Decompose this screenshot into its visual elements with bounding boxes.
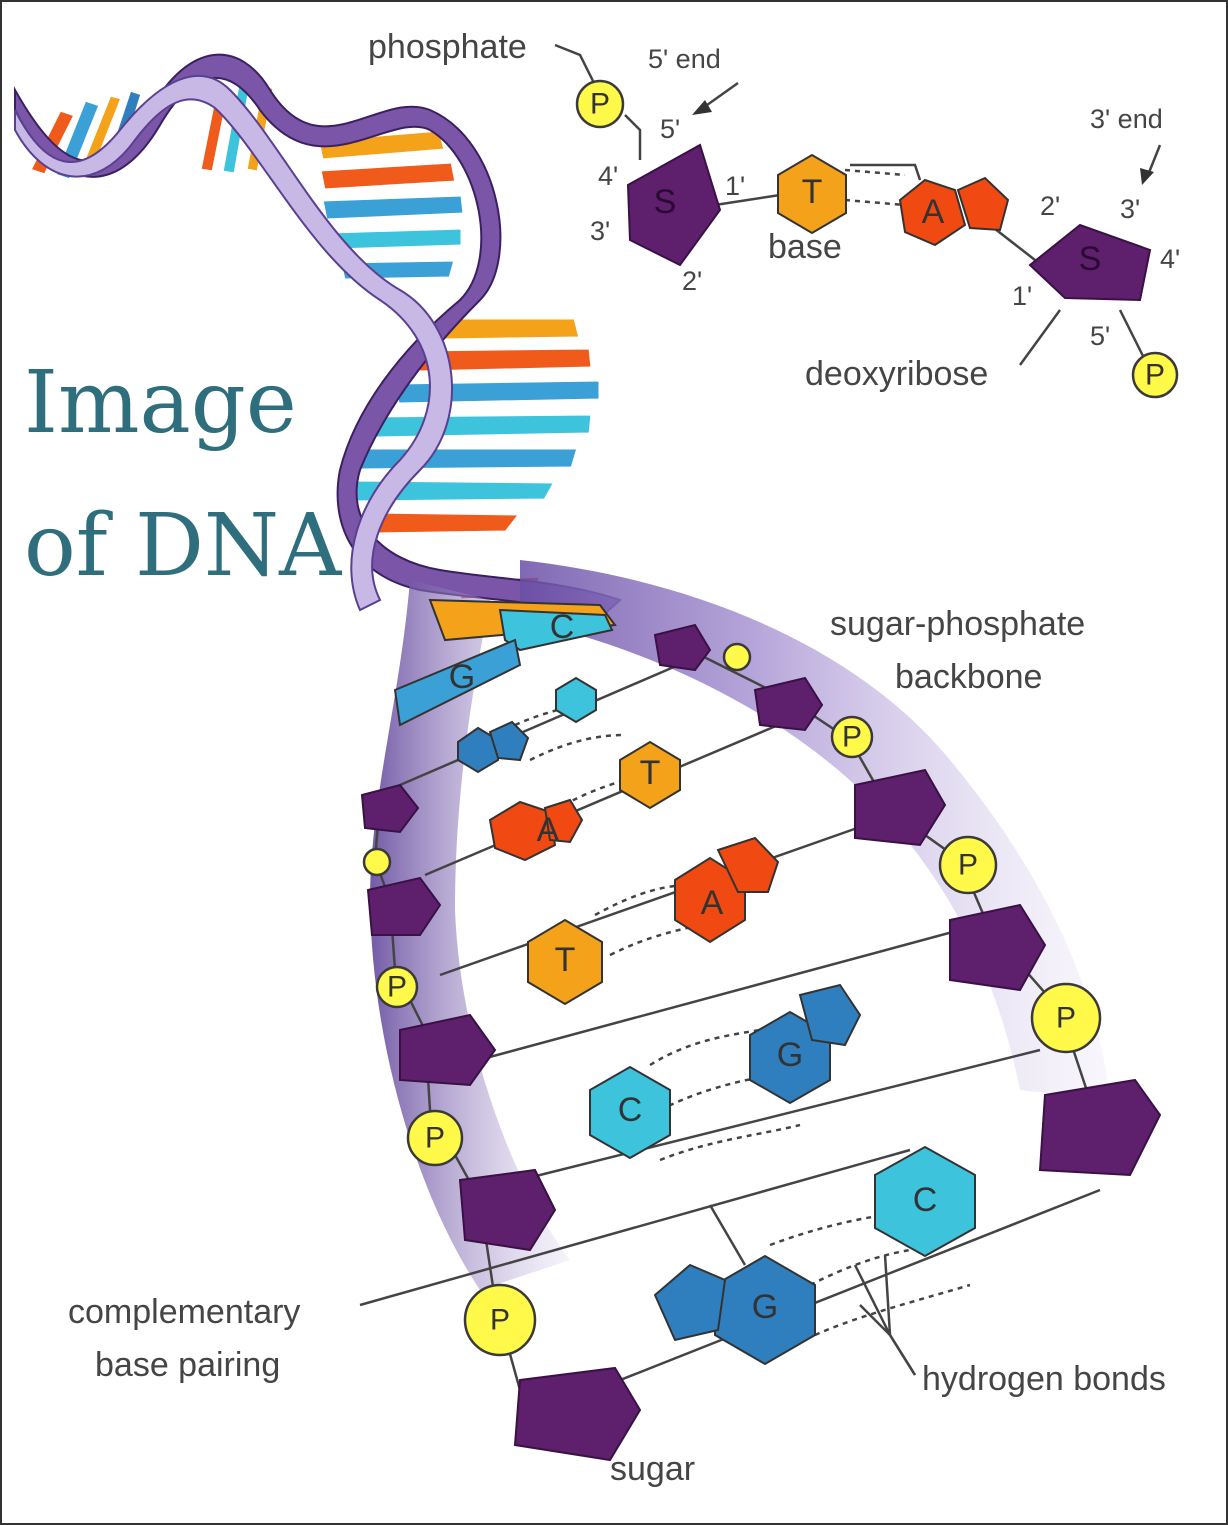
inset-base-a: A (900, 178, 1008, 245)
base-t-upper: T (620, 742, 680, 808)
flat-pair-letter-g: G (449, 658, 475, 696)
label-backbone-line2: backbone (895, 658, 1042, 696)
svg-text:T: T (555, 941, 576, 979)
label-backbone-line1: sugar-phosphate (830, 605, 1085, 643)
svg-text:P: P (1056, 1002, 1076, 1035)
svg-text:A: A (701, 884, 724, 922)
svg-text:C: C (913, 1181, 938, 1219)
sugar-right-5 (1040, 1080, 1160, 1175)
sugar-bottom (515, 1368, 640, 1460)
carbon-4-left: 4' (598, 161, 618, 191)
label-base: base (768, 228, 842, 266)
phosphate-small-1 (724, 644, 750, 670)
phosphate-r1: P (832, 717, 872, 757)
phosphate-l2: P (408, 1111, 462, 1165)
title-line2: of DNA (24, 496, 342, 596)
svg-text:S: S (1079, 240, 1102, 278)
carbon-5-right: 5' (1090, 321, 1110, 351)
svg-text:T: T (802, 173, 823, 211)
flat-pair-letter-c: C (550, 608, 575, 646)
svg-text:P: P (842, 721, 862, 754)
phosphate-l3: P (465, 1285, 535, 1355)
label-complementary-line2: base pairing (95, 1346, 280, 1384)
carbon-3-right: 3' (1120, 194, 1140, 224)
inset-sugar-right: S (1030, 225, 1150, 300)
nucleotide-inset: P S T A S P 5' 4' 3' 2' 1' 1' 2' 3' 4' 5… (555, 45, 1180, 397)
base-g-middle: G (750, 985, 860, 1103)
svg-text:A: A (922, 193, 945, 231)
title-line1: Image (24, 353, 297, 453)
phosphate-l1: P (377, 967, 417, 1007)
base-a-upper: A (490, 800, 582, 860)
carbon-1-right: 1' (1012, 281, 1032, 311)
base-a-middle: A (675, 838, 778, 942)
label-phosphate: phosphate (368, 28, 527, 66)
carbon-2-right: 2' (1040, 191, 1060, 221)
carbon-4-right: 4' (1160, 244, 1180, 274)
inset-base-t: T (778, 155, 846, 233)
svg-text:A: A (537, 811, 560, 849)
phosphate-r3: P (1032, 984, 1100, 1052)
base-t-middle: T (528, 920, 602, 1004)
svg-text:P: P (590, 88, 610, 121)
svg-text:P: P (1145, 359, 1165, 392)
svg-text:P: P (387, 971, 407, 1004)
svg-text:T: T (640, 754, 661, 792)
svg-text:C: C (618, 1091, 643, 1129)
svg-text:P: P (425, 1122, 445, 1155)
svg-text:G: G (752, 1288, 778, 1326)
label-deoxyribose: deoxyribose (805, 355, 988, 393)
svg-text:P: P (958, 849, 978, 882)
svg-text:P: P (490, 1304, 510, 1337)
label-sugar: sugar (610, 1450, 695, 1488)
inset-phosphate-left: P (577, 81, 623, 127)
inset-phosphate-right: P (1133, 353, 1177, 397)
carbon-1-left: 1' (725, 171, 745, 201)
carbon-5-left: 5' (660, 114, 680, 144)
label-3-prime-end: 3' end (1090, 104, 1163, 134)
carbon-3-left: 3' (590, 216, 610, 246)
text-labels: phosphate 5' end 3' end base deoxyribose… (68, 28, 1166, 1488)
label-complementary-line1: complementary (68, 1293, 300, 1331)
inset-sugar-left: S (628, 145, 720, 265)
svg-text:G: G (777, 1036, 803, 1074)
title-overlay: Image of DNA (24, 353, 342, 596)
label-5-prime-end: 5' end (648, 44, 721, 74)
svg-text:S: S (654, 183, 677, 221)
base-c-bottom: C (875, 1147, 975, 1256)
phosphate-small-2 (364, 849, 390, 875)
carbon-2-left: 2' (682, 266, 702, 296)
base-g-bottom: G (655, 1256, 815, 1364)
label-hydrogen-bonds: hydrogen bonds (922, 1360, 1166, 1398)
phosphate-r2: P (940, 837, 996, 893)
